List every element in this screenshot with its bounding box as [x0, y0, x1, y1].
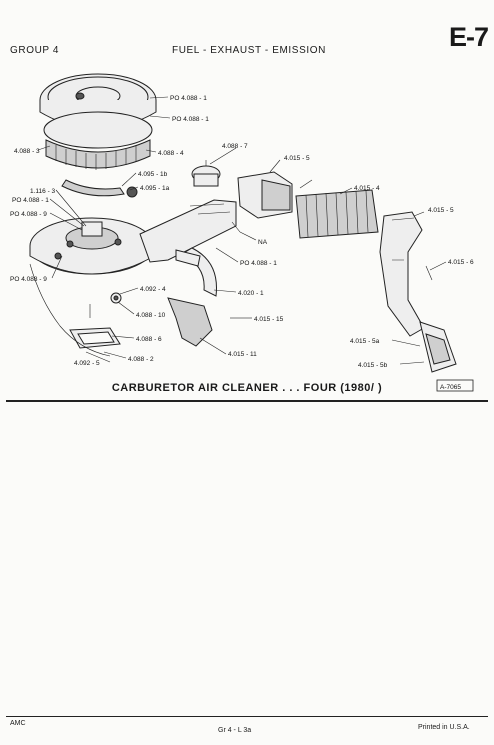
figure-ref: A-7065 — [440, 384, 461, 391]
callout-1116-3: 1.116 - 3 — [30, 188, 56, 195]
callout-4015-11: 4.015 - 11 — [228, 351, 257, 358]
footer-rule — [6, 716, 488, 717]
callout-po4088-1-top: PO 4.088 - 1 — [170, 95, 207, 102]
callout-4088-6: 4.088 - 6 — [136, 336, 162, 343]
air-cleaner-body — [29, 217, 155, 275]
callout-4088-3: 4.088 - 3 — [14, 148, 40, 155]
callout-4088-10: 4.088 - 10 — [136, 312, 166, 319]
callout-4015-6: 4.015 - 6 — [448, 259, 474, 266]
callout-4015-4: 4.015 - 4 — [354, 185, 380, 192]
fresh-air-duct — [379, 211, 457, 373]
footer-center: Gr 4 - L 3a — [218, 727, 252, 734]
callout-po4088-1-c: PO 4.088 - 1 — [12, 197, 49, 204]
callout-po4088-9: PO 4.088 - 9 — [10, 211, 47, 218]
figure-ref-box — [436, 379, 474, 392]
exploded-parts-diagram: PO 4.088 - 1 PO 4.088 - 1 4.088 - 3 4.08… — [10, 73, 474, 392]
callout-po4088-1-d: PO 4.088 - 1 — [240, 260, 277, 267]
callout-4092-5: 4.092 - 5 — [74, 360, 100, 367]
flex-duct — [295, 189, 379, 239]
callout-4088-2: 4.088 - 2 — [128, 356, 154, 363]
callout-4020-1: 4.020 - 1 — [238, 290, 264, 297]
callout-4015-5-right: 4.015 - 5 — [428, 207, 454, 214]
figure-caption: CARBURETOR AIR CLEANER . . . FOUR (1980/… — [111, 382, 383, 394]
group-label: GROUP 4 — [10, 45, 60, 56]
air-cleaner-cover — [39, 73, 157, 130]
heat-shroud — [167, 297, 213, 347]
callout-4015-5a: 4.015 - 5a — [350, 338, 380, 345]
callout-4095-1b: 4.095 - 1b — [138, 171, 168, 178]
air-filter-element — [43, 111, 153, 170]
footer-right: Printed in U.S.A. — [418, 724, 470, 731]
caption-rule — [6, 400, 488, 402]
callout-po4088-1-b: PO 4.088 - 1 — [172, 116, 209, 123]
callout-na: NA — [258, 239, 268, 246]
callout-4015-5-top: 4.015 - 5 — [284, 155, 310, 162]
thermal-sensor — [191, 160, 221, 187]
screw — [425, 265, 433, 281]
callout-po4088-9b: PO 4.088 - 9 — [10, 276, 47, 283]
vacuum-hose — [29, 263, 111, 357]
section-title: FUEL - EXHAUST - EMISSION — [172, 45, 326, 56]
nut — [231, 221, 241, 233]
duct-adapter — [237, 171, 313, 219]
callout-4092-4: 4.092 - 4 — [140, 286, 166, 293]
hose-fitting — [126, 186, 138, 198]
callout-4095-1a: 4.095 - 1a — [140, 185, 170, 192]
callout-4088-4: 4.088 - 4 — [158, 150, 184, 157]
footer-left: AMC — [10, 720, 26, 727]
callout-4015-15: 4.015 - 15 — [254, 316, 284, 323]
page-number: E-7 — [448, 22, 489, 52]
intake-snorkel — [139, 199, 237, 263]
callout-4015-5b: 4.015 - 5b — [358, 362, 388, 369]
callout-4088-7: 4.088 - 7 — [222, 143, 248, 150]
hose — [61, 179, 125, 197]
